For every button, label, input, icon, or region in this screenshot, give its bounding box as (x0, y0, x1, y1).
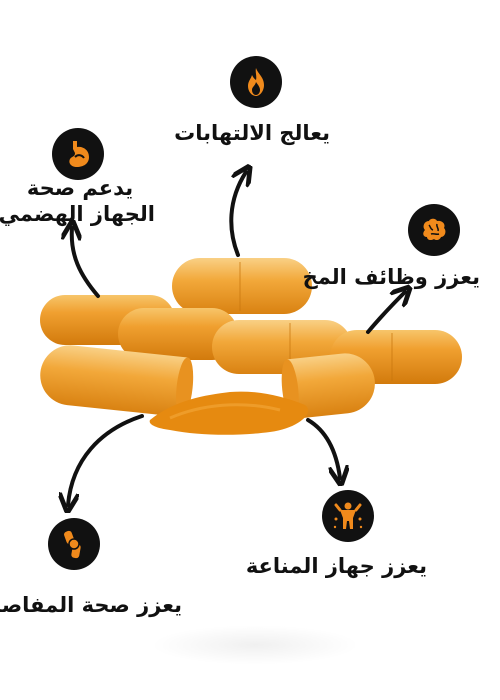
capsule (172, 258, 312, 314)
arrow-to-digestive (72, 228, 100, 298)
benefit-label-inflammation: يعالج الالتهابات (174, 121, 330, 145)
arrow-to-immunity (306, 418, 340, 478)
stomach-icon (52, 128, 104, 180)
benefit-label-digestive-line1: يدعم صحة (26, 176, 134, 200)
flame-icon (230, 56, 282, 108)
arrow-to-brain (366, 292, 405, 334)
brain-icon (408, 204, 460, 256)
arrow-to-joints (68, 414, 144, 505)
turmeric-powder (149, 391, 309, 435)
arrow-to-inflammation (229, 172, 246, 257)
benefit-label-brain: يعزز وظائف المخ (302, 265, 480, 289)
benefit-label-digestive: يدعم صحة الجهاز الهضمي (0, 175, 155, 228)
capsule (118, 308, 238, 360)
benefit-label-digestive-line2: الجهاز الهضمي (0, 202, 155, 227)
floor-shadow (150, 625, 360, 665)
knee-joint-icon (48, 518, 100, 570)
immune-body-icon (322, 490, 374, 542)
benefit-label-joints: يعزز صحة المفاصل (0, 593, 182, 617)
benefit-label-immunity: يعزز جهاز المناعة (245, 554, 427, 578)
